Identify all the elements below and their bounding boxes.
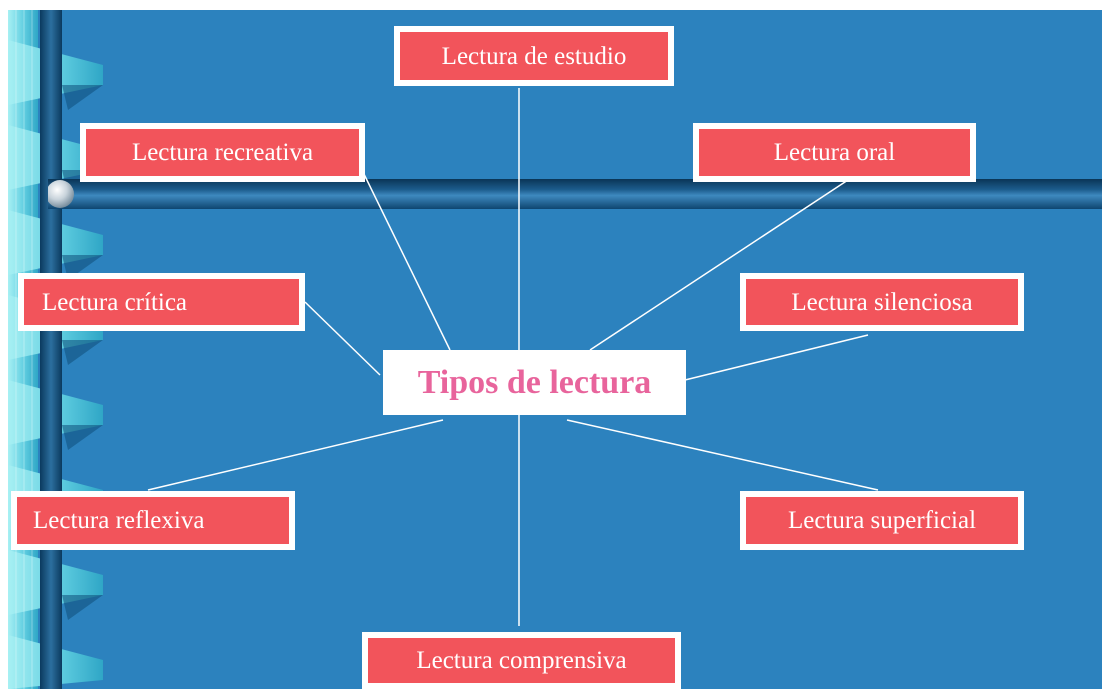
connector-recreativa bbox=[361, 169, 451, 351]
node-label: Lectura superficial bbox=[746, 497, 1018, 544]
node-lectura-reflexiva: Lectura reflexiva bbox=[11, 491, 295, 550]
node-label: Lectura reflexiva bbox=[17, 497, 289, 544]
node-lectura-comprensiva: Lectura comprensiva bbox=[362, 632, 681, 689]
connector-silenciosa bbox=[684, 334, 869, 381]
center-node: Tipos de lectura bbox=[383, 350, 686, 415]
connector-critica bbox=[304, 301, 381, 376]
node-label: Lectura silenciosa bbox=[746, 279, 1018, 325]
node-lectura-superficial: Lectura superficial bbox=[740, 491, 1024, 550]
connector-oral bbox=[589, 179, 849, 351]
node-lectura-silenciosa: Lectura silenciosa bbox=[740, 273, 1024, 331]
node-label: Lectura de estudio bbox=[400, 32, 668, 80]
horizontal-bar bbox=[48, 179, 1102, 209]
node-lectura-de-estudio: Lectura de estudio bbox=[394, 26, 674, 86]
node-label: Lectura recreativa bbox=[86, 129, 359, 176]
node-label: Lectura crítica bbox=[24, 279, 299, 325]
node-lectura-critica: Lectura crítica bbox=[18, 273, 305, 331]
node-lectura-oral: Lectura oral bbox=[693, 123, 976, 182]
node-lectura-recreativa: Lectura recreativa bbox=[80, 123, 365, 182]
connector-superficial bbox=[566, 419, 879, 491]
node-label: Lectura oral bbox=[699, 129, 970, 176]
center-title: Tipos de lectura bbox=[417, 363, 652, 401]
bar-knob bbox=[48, 180, 74, 208]
connector-reflexiva bbox=[147, 419, 444, 491]
node-label: Lectura comprensiva bbox=[368, 638, 675, 683]
